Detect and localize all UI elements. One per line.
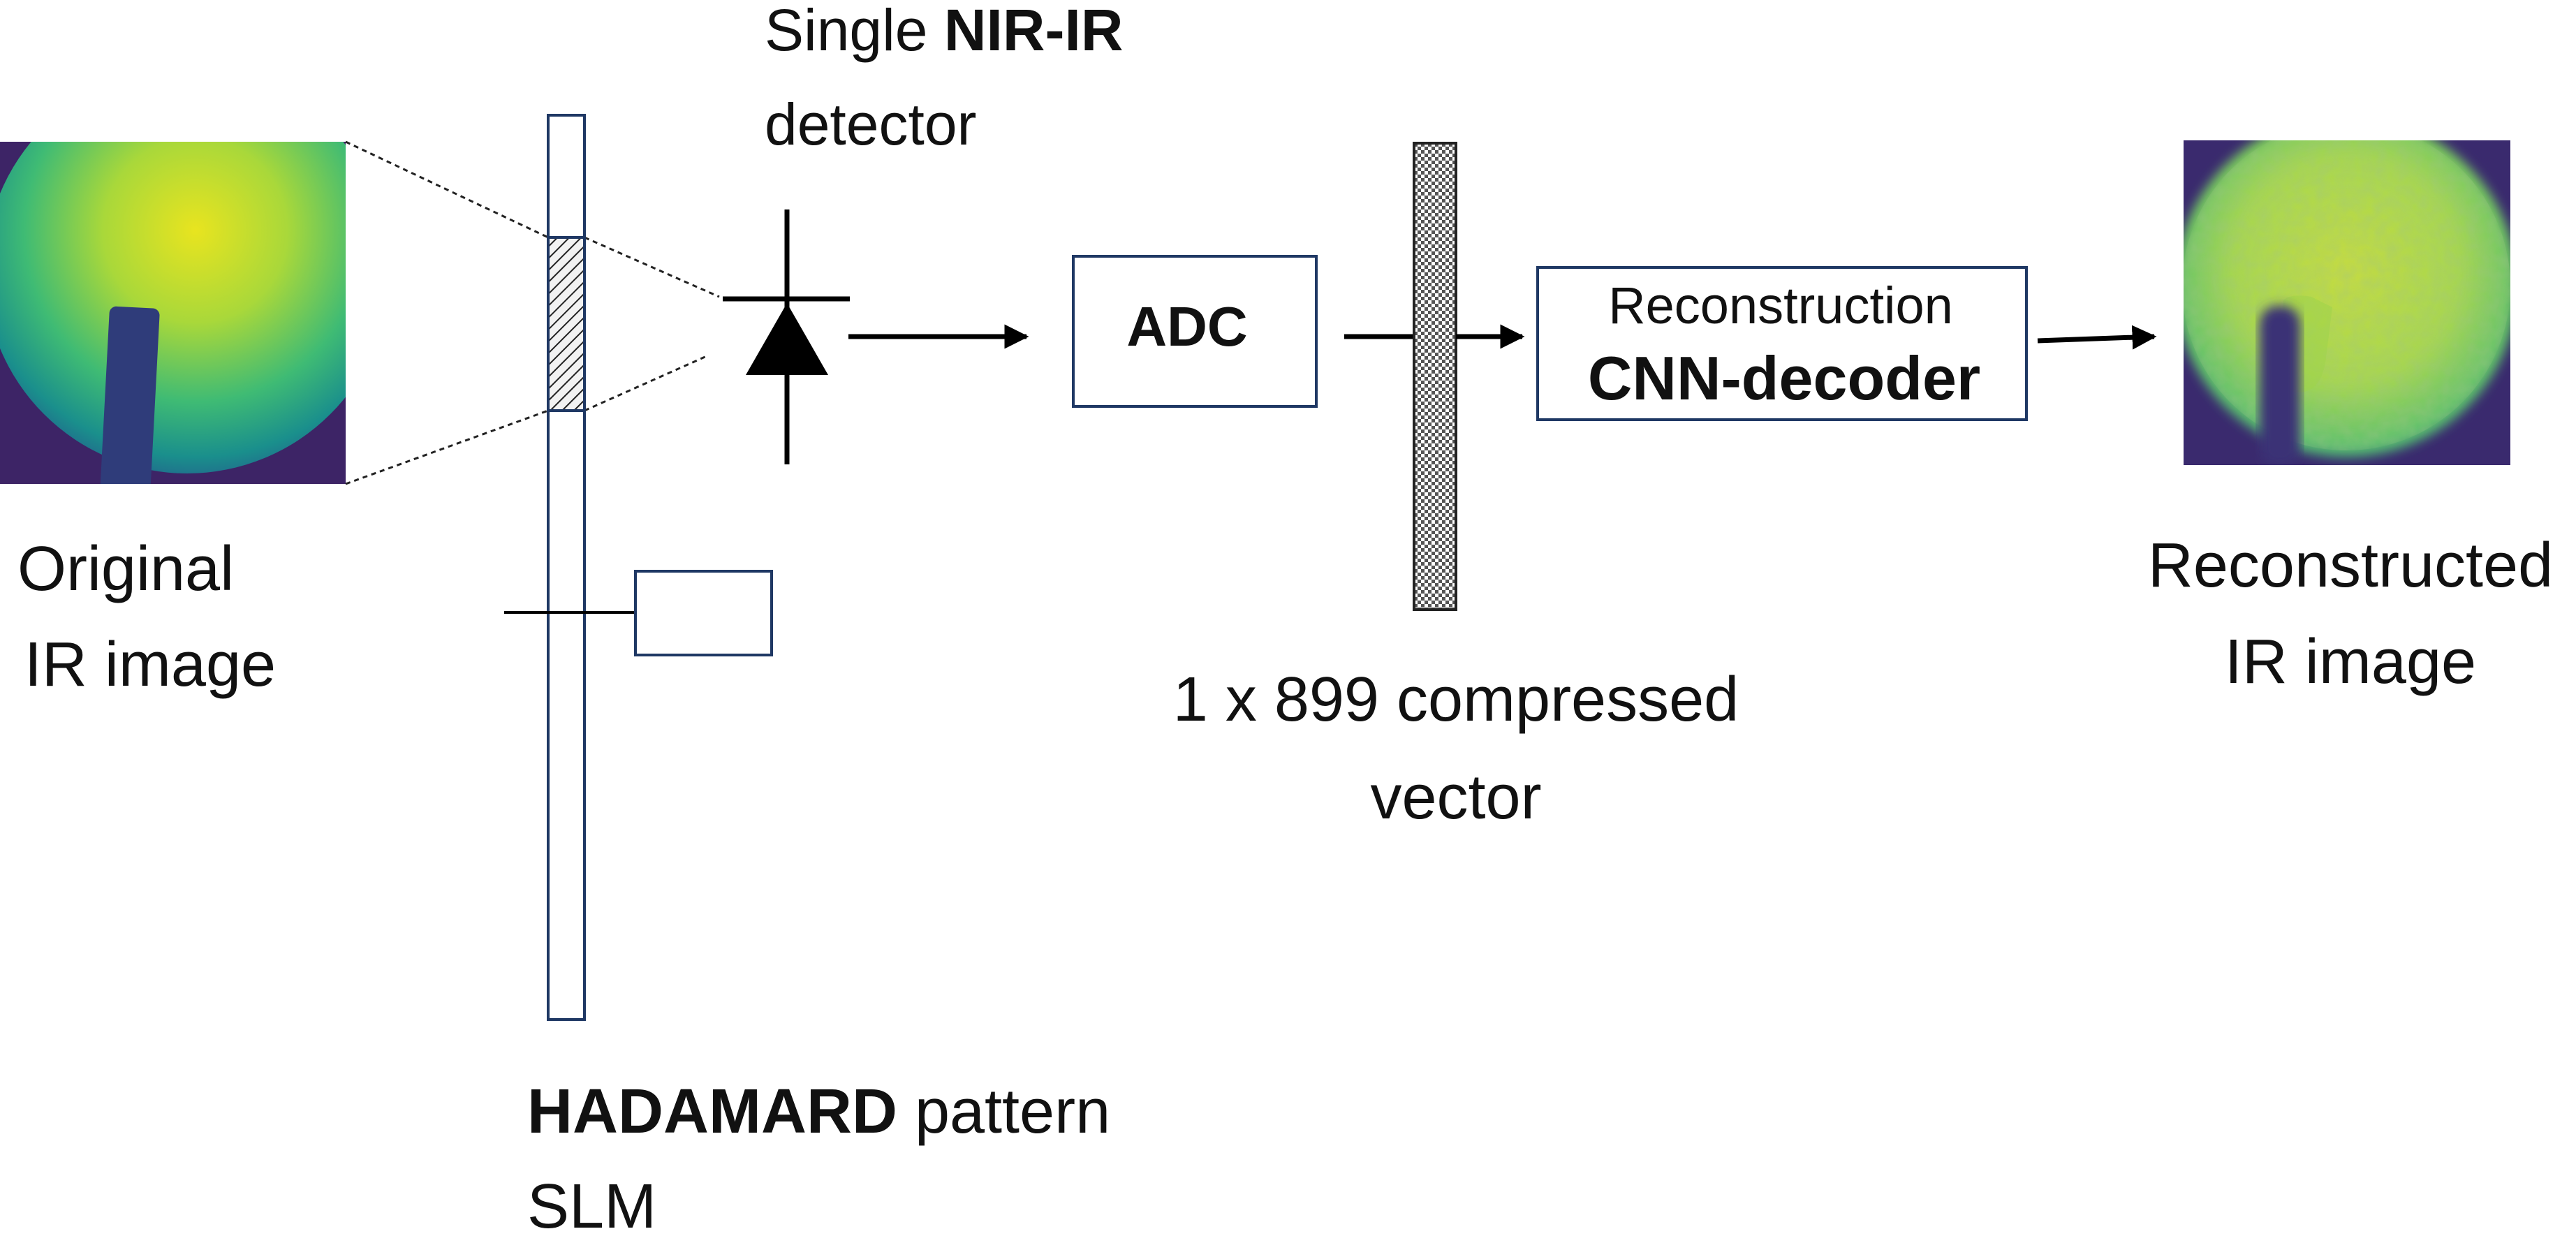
slm-bar	[547, 114, 586, 1021]
reconstructed-label-line1: Reconstructed	[2148, 531, 2553, 601]
decoder-line1: Reconstruction	[1608, 277, 1953, 334]
slm-hadamard-section	[547, 236, 586, 412]
detector-label-line2: detector	[765, 91, 977, 157]
original-ir-image	[0, 142, 346, 484]
decoder-line2: CNN-decoder	[1588, 344, 1980, 413]
detector-label: Single NIR-IR detector	[765, 0, 1124, 157]
reconstructed-ir-image	[2184, 140, 2510, 465]
detector-label-bold: NIR-IR	[944, 0, 1124, 63]
svg-text:Single NIR-IR: Single NIR-IR	[765, 0, 1124, 63]
photodiode-icon	[723, 209, 850, 464]
vector-label: 1 x 899 compressed vector	[1173, 665, 1739, 832]
projection-lines-detector	[584, 236, 720, 412]
projection-lines-original	[345, 140, 549, 485]
detector-label-prefix: Single	[765, 0, 928, 63]
adc-box: ADC	[1072, 255, 1318, 408]
svg-text:HADAMARD pattern: HADAMARD pattern	[527, 1077, 1110, 1147]
reconstructed-label: Reconstructed IR image	[2148, 531, 2553, 697]
slm-label: HADAMARD pattern SLM	[527, 1077, 1110, 1236]
compressed-vector-bar	[1413, 142, 1457, 611]
slm-label-rest: pattern	[897, 1077, 1110, 1147]
original-label-line2: IR image	[24, 630, 276, 700]
decoder-box: Reconstruction CNN-decoder	[1536, 266, 2028, 421]
arrow-icon	[2037, 325, 2157, 350]
vector-label-line2: vector	[1370, 763, 1541, 832]
vector-label-line1: 1 x 899 compressed	[1173, 665, 1739, 735]
slm-label-bold: HADAMARD	[527, 1077, 897, 1147]
reconstructed-label-line2: IR image	[2225, 627, 2476, 697]
original-label: Original IR image	[17, 534, 276, 700]
adc-label: ADC	[1126, 295, 1247, 358]
slm-actuator	[504, 570, 773, 656]
slm-label-line2: SLM	[527, 1172, 656, 1236]
original-label-line1: Original	[17, 534, 234, 604]
